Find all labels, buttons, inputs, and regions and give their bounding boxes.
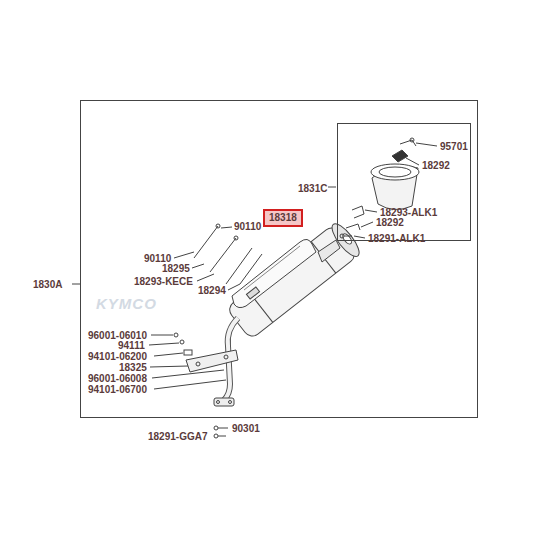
callout-number: 18325 [119, 362, 147, 374]
callout-number: 94101-06200 [88, 351, 147, 363]
callout-number: 90301 [232, 423, 260, 435]
assembly-number: 1830A [33, 279, 62, 291]
callout-number: 94101-06700 [88, 384, 147, 396]
callout-number: 18291-ALK1 [368, 233, 425, 245]
callout-number: 95701 [440, 141, 468, 153]
callout-number: 18291-GGA7 [148, 431, 207, 443]
highlighted-part: 18318 [263, 209, 303, 227]
callout-number: 18294 [198, 285, 226, 297]
watermark: KYMCO [96, 298, 157, 310]
callout-number: 18293-KECE [134, 276, 193, 288]
assembly-number: 1831C [298, 183, 327, 195]
callout-number: 18318 [269, 212, 297, 224]
callout-number: 18295 [162, 263, 190, 275]
callout-number: 18292 [422, 160, 450, 172]
callout-number: 90110 [234, 221, 261, 233]
callout-number: 18292 [376, 217, 404, 229]
callout-number: 94111 [118, 340, 145, 352]
detail-inset: 1831C [337, 123, 471, 241]
callout-number: 96001-06008 [88, 373, 147, 385]
